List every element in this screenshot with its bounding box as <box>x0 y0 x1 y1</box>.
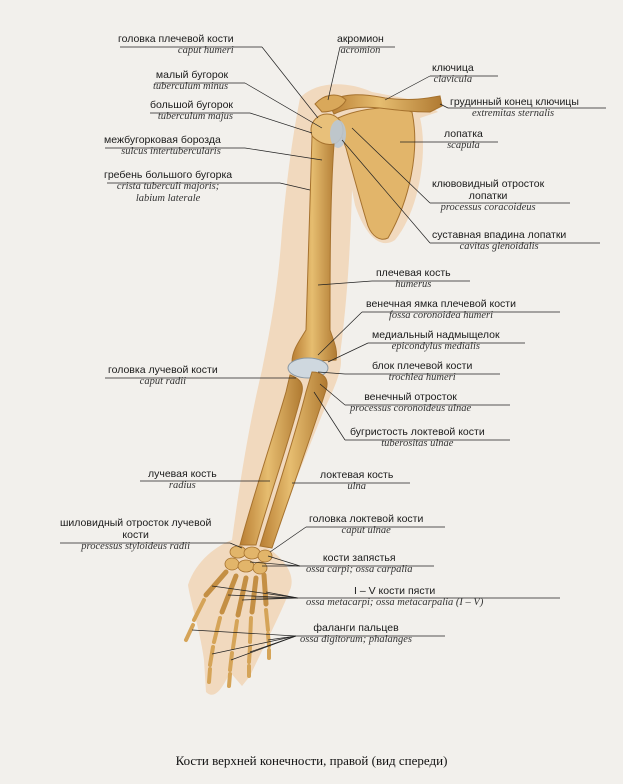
label-humerus: плечевая кость humerus <box>376 267 451 291</box>
label-ru: I – V кости пясти <box>354 585 436 597</box>
label-ru: ключица <box>432 62 474 74</box>
label-la: trochlea humeri <box>388 372 456 383</box>
label-scapula: лопатка scapula <box>444 128 483 152</box>
label-la: tuberositas ulnae <box>381 438 454 449</box>
label-ru: плечевая кость <box>376 267 451 279</box>
label-tuberculum-majus: большой бугорок tuberculum majus <box>150 99 233 123</box>
label-la: sulcus intertubercularis <box>121 146 221 157</box>
label-extremitas-sternalis: грудинный конец ключицы extremitas stern… <box>450 96 579 120</box>
label-la: processus styloideus radii <box>81 541 190 552</box>
label-caput-ulnae: головка локтевой кости caput ulnae <box>309 513 423 537</box>
label-ru: акромион <box>337 33 384 45</box>
label-la: ossa digitorum; phalanges <box>300 634 413 645</box>
label-la: humerus <box>395 279 432 290</box>
label-la: extremitas sternalis <box>472 108 555 119</box>
label-tuberculum-minus: малый бугорок tuberculum minus <box>153 69 228 93</box>
label-ru: бугристость локтевой кости <box>350 426 485 438</box>
label-caput-radii: головка лучевой кости caput radii <box>108 364 218 388</box>
label-la: processus coronoideus ulnae <box>350 403 472 414</box>
carpal-bones <box>224 545 273 575</box>
label-ru: грудинный конец ключицы <box>450 96 579 108</box>
label-caput-humeri: головка плечевой кости caput humeri <box>118 33 234 57</box>
label-ru: большой бугорок <box>150 99 234 111</box>
label-sulcus-intertubercularis: межбугорковая борозда sulcus intertuberc… <box>104 134 221 158</box>
label-la: ulna <box>347 481 366 492</box>
label-ru: головка локтевой кости <box>309 513 424 525</box>
label-la: caput radii <box>139 376 187 387</box>
label-ru: лучевая кость <box>148 468 217 480</box>
label-la: caput humeri <box>177 45 234 56</box>
label-processus-styloideus-radii: шиловидный отросток лучевой кости proces… <box>60 517 211 553</box>
label-ru: кости запястья <box>322 552 396 564</box>
label-la: ossa carpi; ossa carpalia <box>306 564 413 575</box>
label-trochlea-humeri: блок плечевой кости trochlea humeri <box>372 360 472 384</box>
label-la: tuberculum majus <box>157 111 234 122</box>
label-la: fossa coronoidea humeri <box>388 310 493 321</box>
label-ru: клювовидный отросток <box>432 178 545 190</box>
label-ru: блок плечевой кости <box>372 360 473 372</box>
label-ru: медиальный надмыщелок <box>372 329 500 341</box>
label-tuberositas-ulnae: бугристость локтевой кости tuberositas u… <box>350 426 485 450</box>
label-ossa-metacarpi: I – V кости пясти ossa metacarpi; ossa m… <box>306 585 483 609</box>
label-ossa-carpi: кости запястья ossa carpi; ossa carpalia <box>306 552 412 576</box>
figure-caption: Кости верхней конечности, правой (вид сп… <box>175 753 448 768</box>
ulna-bone <box>259 371 328 549</box>
label-ru: венечная ямка плечевой кости <box>366 298 516 310</box>
leader-lines <box>60 46 606 661</box>
label-ru-2: кости <box>122 529 149 541</box>
label-la: ossa metacarpi; ossa metacarpalia (I – V… <box>306 597 484 608</box>
label-la: processus coracoideus <box>440 202 536 213</box>
label-ru: локтевая кость <box>320 469 394 481</box>
label-ru: малый бугорок <box>155 69 229 81</box>
label-la: crista tuberculi majoris; <box>116 181 220 192</box>
label-radius: лучевая кость radius <box>148 468 217 492</box>
label-ru: межбугорковая борозда <box>104 134 221 146</box>
label-ru: суставная впадина лопатки <box>432 229 567 241</box>
label-la-2: labium laterale <box>135 193 201 204</box>
label-la: caput ulnae <box>341 525 391 536</box>
label-cavitas-glenoidalis: суставная впадина лопатки cavitas glenoi… <box>432 229 566 253</box>
label-ru-2: лопатки <box>468 190 508 202</box>
label-ru: венечный отросток <box>364 391 457 403</box>
clavicle-shape <box>327 94 443 115</box>
humerus-shaft <box>291 134 337 363</box>
acromion-shape <box>314 94 347 113</box>
label-la: radius <box>168 480 196 491</box>
label-ru: фаланги пальцев <box>313 622 399 634</box>
label-la: epicondylus medialis <box>391 341 480 352</box>
label-ru: шиловидный отросток лучевой <box>60 517 212 529</box>
label-ru: головка плечевой кости <box>118 33 234 45</box>
label-ru: головка лучевой кости <box>108 364 218 376</box>
label-fossa-coronoidea: венечная ямка плечевой кости fossa coron… <box>366 298 516 322</box>
label-phalanges: фаланги пальцев ossa digitorum; phalange… <box>300 622 412 646</box>
label-ru: гребень большого бугорка <box>104 169 233 181</box>
phalanx-bones <box>184 598 271 688</box>
label-processus-coronoideus: венечный отросток processus coronoideus … <box>350 391 471 415</box>
radius-bone <box>239 374 303 546</box>
label-crista-tuberculi-majoris: гребень большого бугорка crista tubercul… <box>104 169 232 205</box>
glenoid-cartilage <box>330 120 346 148</box>
label-epicondylus-medialis: медиальный надмыщелок epicondylus medial… <box>372 329 500 353</box>
label-processus-coracoideus: клювовидный отросток лопатки processus c… <box>432 178 544 214</box>
label-ru: лопатка <box>444 128 483 140</box>
label-ulna: локтевая кость ulna <box>320 469 393 493</box>
label-la: cavitas glenoidalis <box>459 241 539 252</box>
label-clavicula: ключица clavicula <box>432 62 474 86</box>
label-la: clavicula <box>433 74 473 85</box>
label-acromion: акромион acromion <box>337 33 384 57</box>
label-la: acromion <box>340 45 381 56</box>
label-la: scapula <box>447 140 480 151</box>
label-la: tuberculum minus <box>153 81 229 92</box>
